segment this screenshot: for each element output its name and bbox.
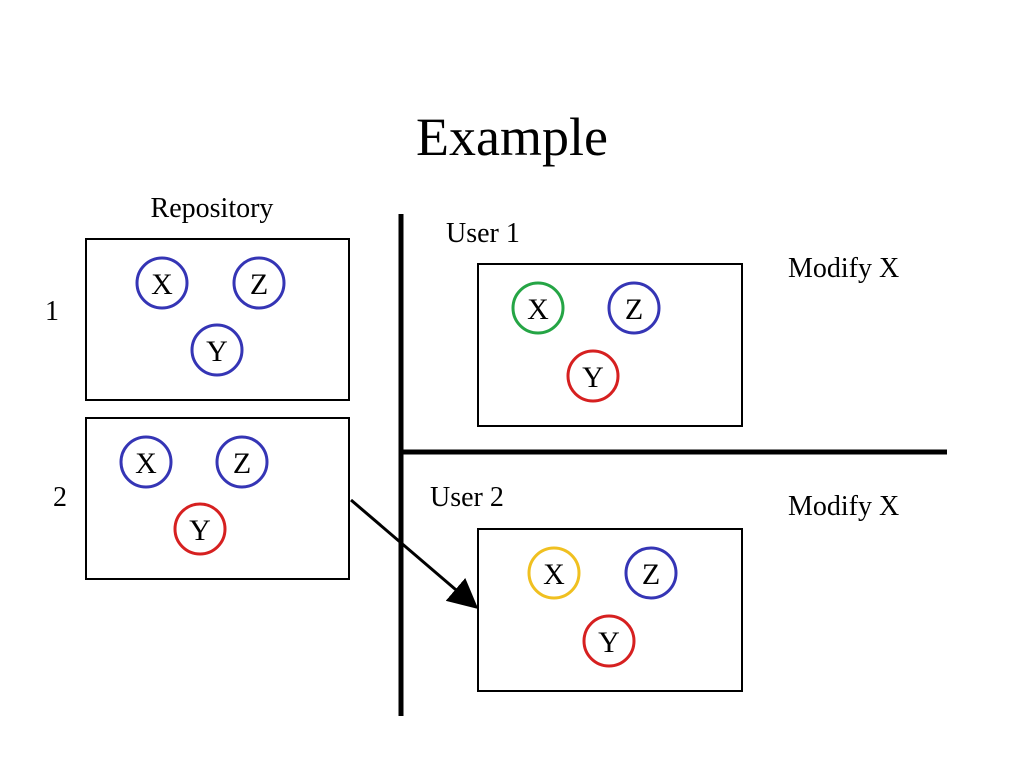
node-y: Y [566, 349, 620, 403]
version-number-2: 2 [53, 482, 67, 513]
node-letter: Y [206, 335, 228, 368]
node-circle [624, 546, 678, 600]
version-number-1: 1 [45, 296, 59, 327]
node-circle [511, 281, 565, 335]
node-letter: Y [189, 514, 211, 547]
node-letter: Y [582, 361, 604, 394]
node-y: Y [173, 502, 227, 556]
node-circle [607, 281, 661, 335]
version-box [85, 417, 350, 580]
user-2-label: User 2 [430, 482, 504, 513]
node-y: Y [582, 614, 636, 668]
user-1-label: User 1 [446, 218, 520, 249]
node-circle [232, 256, 286, 310]
node-letter: Z [250, 268, 268, 301]
node-z: Z [215, 435, 269, 489]
repository-label: Repository [151, 193, 274, 224]
node-x: X [527, 546, 581, 600]
node-circle [527, 546, 581, 600]
checkout-arrow [350, 498, 479, 609]
node-circle [135, 256, 189, 310]
node-letter: Z [233, 447, 251, 480]
node-letter: Z [642, 558, 660, 591]
user-1-workspace: X Z Y [477, 263, 743, 427]
node-letter: Z [625, 293, 643, 326]
slide-title: Example [416, 107, 608, 167]
workspace-box [477, 263, 743, 427]
node-z: Z [232, 256, 286, 310]
node-circle [119, 435, 173, 489]
repository-version-2: X Z Y [85, 417, 350, 580]
node-circle [173, 502, 227, 556]
user-2-action: Modify X [788, 491, 899, 522]
node-x: X [119, 435, 173, 489]
node-circle [566, 349, 620, 403]
node-x: X [511, 281, 565, 335]
node-circle [190, 323, 244, 377]
node-z: Z [624, 546, 678, 600]
node-letter: X [135, 447, 157, 480]
node-x: X [135, 256, 189, 310]
node-letter: X [151, 268, 173, 301]
node-circle [582, 614, 636, 668]
node-z: Z [607, 281, 661, 335]
node-circle [215, 435, 269, 489]
user-1-action: Modify X [788, 253, 899, 284]
node-letter: X [543, 558, 565, 591]
repository-version-1: X Z Y [85, 238, 350, 401]
user-2-workspace: X Z Y [477, 528, 743, 692]
node-y: Y [190, 323, 244, 377]
node-letter: Y [598, 626, 620, 659]
node-letter: X [527, 293, 549, 326]
